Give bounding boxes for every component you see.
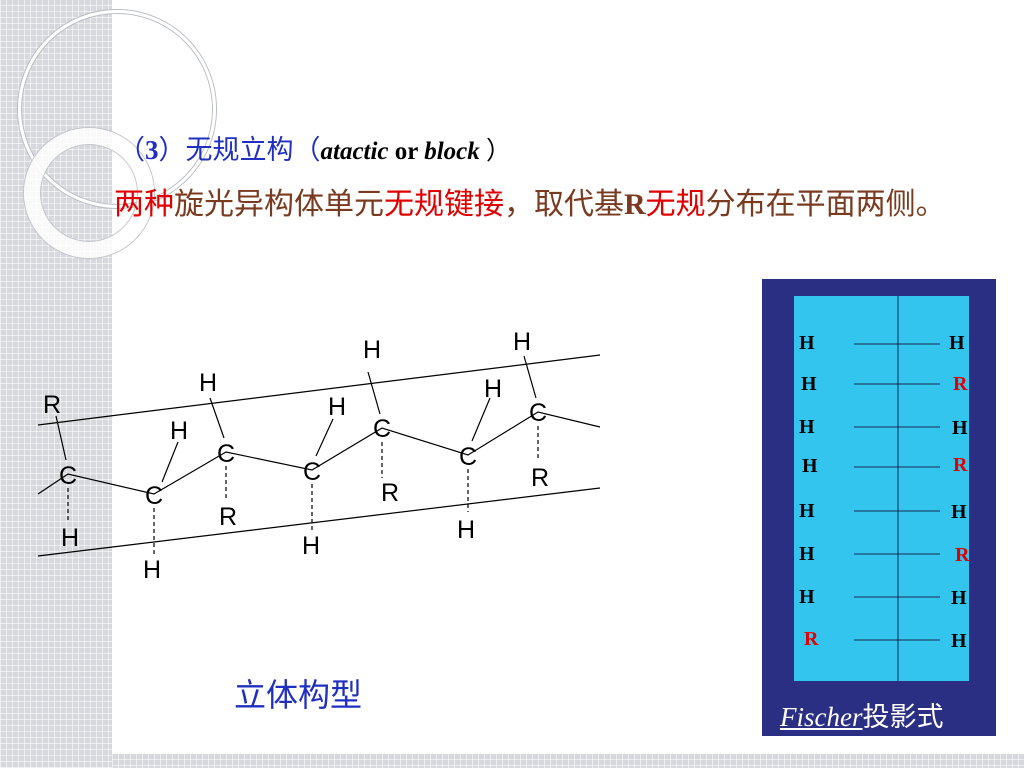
heading-number: 3: [145, 135, 159, 165]
atom-c-5: C: [373, 415, 391, 443]
atom-h-3: H: [143, 556, 161, 584]
atom-h-2: H: [170, 417, 188, 445]
atom-c-6: C: [459, 443, 477, 471]
fischer-caption-zh: 投影式: [862, 702, 944, 733]
desc-part-6: 无规: [645, 187, 706, 222]
atom-h-10: H: [513, 328, 531, 356]
atom-h-6: H: [302, 532, 320, 560]
desc-part-5: R: [624, 188, 646, 221]
structure-caption: 立体构型: [234, 676, 363, 714]
desc-part-4: ，取代基: [504, 187, 624, 222]
fischer-right-4: R: [953, 454, 968, 476]
heading-suffix: ）: [479, 138, 511, 165]
plane-line-bottom: [37, 487, 601, 557]
desc-part-2: 旋光异构体单元: [174, 187, 384, 222]
substituent-bonds: [55, 355, 539, 555]
section-heading: （3）无规立构（atactic or block ）: [118, 128, 511, 167]
atom-r-3: R: [381, 479, 399, 507]
fischer-right-2: R: [953, 373, 968, 395]
desc-part-7: 分布在平面两侧。: [705, 187, 946, 222]
fischer-lines: [854, 296, 940, 681]
desc-part-3: 无规键接: [384, 187, 504, 222]
heading-mid: ）无规立构（: [158, 135, 321, 166]
backbone-bonds: [37, 411, 601, 495]
fischer-left-2: H: [801, 373, 817, 395]
atom-c-7: C: [529, 399, 547, 427]
atom-c-3: C: [217, 440, 235, 468]
fischer-caption: Fischer投影式: [780, 695, 943, 734]
stereo-structure-diagram: R C H H C H H C R H C H H C R H C H H C …: [37, 328, 601, 584]
fischer-left-5: H: [799, 500, 815, 522]
fischer-right-3: H: [952, 417, 968, 439]
atom-r-4: R: [531, 464, 549, 492]
description-text: 两种旋光异构体单元无规键接，取代基R无规分布在平面两侧。: [114, 180, 994, 230]
atom-r-1: R: [43, 391, 61, 419]
fischer-right-5: H: [951, 501, 967, 523]
atom-c-4: C: [303, 458, 321, 486]
heading-or: or: [388, 138, 425, 165]
fischer-caption-en: Fischer: [780, 702, 863, 732]
heading-atactic: atactic: [320, 138, 389, 165]
heading-english: atactic or block ）: [321, 138, 512, 165]
heading-block: block: [424, 138, 480, 165]
fischer-left-4: H: [802, 455, 818, 477]
atom-h-5: H: [328, 393, 346, 421]
decorative-bottom-strip: [112, 754, 1024, 768]
atom-h-4: H: [199, 369, 217, 397]
atom-h-1: H: [61, 524, 79, 552]
fischer-projection: H H H H H H H R H R H R H R H H Fischer投…: [762, 279, 996, 736]
fischer-left-8: R: [804, 628, 819, 650]
desc-part-1: 两种: [114, 187, 174, 222]
fischer-right-1: H: [949, 332, 965, 354]
atom-c-2: C: [145, 482, 163, 510]
fischer-left-1: H: [799, 332, 815, 354]
fischer-left-7: H: [799, 586, 815, 608]
fischer-right-6: R: [955, 544, 970, 566]
fischer-panel: H H H H H H H R H R H R H R H H: [794, 296, 969, 681]
fischer-left-3: H: [799, 416, 815, 438]
atom-h-8: H: [484, 375, 502, 403]
fischer-left-6: H: [799, 543, 815, 565]
fischer-right-8: H: [951, 630, 967, 652]
heading-prefix: （: [118, 135, 145, 166]
atom-c-1: C: [59, 462, 77, 490]
atom-h-9: H: [457, 516, 475, 544]
atom-labels: R C H H C H H C R H C H H C R H C H H C …: [43, 328, 549, 584]
plane-line-top: [37, 354, 601, 426]
atom-r-2: R: [219, 503, 237, 531]
atom-h-7: H: [363, 336, 381, 364]
fischer-right-7: H: [951, 587, 967, 609]
